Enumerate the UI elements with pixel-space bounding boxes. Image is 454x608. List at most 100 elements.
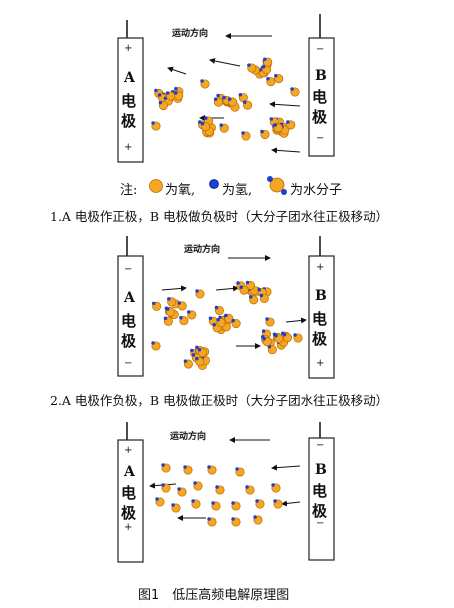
electrode-a-letter: A: [124, 464, 135, 480]
water-molecule: [195, 356, 205, 367]
water-molecule: [197, 347, 207, 358]
water-molecule: [174, 91, 184, 101]
water-molecule: [255, 499, 265, 509]
water-molecule: [165, 307, 176, 317]
electrode-a-char-1: 电: [121, 92, 137, 110]
electrode-a-letter: A: [124, 70, 135, 86]
water-molecules: [151, 280, 303, 370]
electrode-b-sign-top: +: [316, 262, 325, 273]
water-molecule: [200, 121, 211, 132]
water-molecule: [245, 485, 255, 495]
direction-label: 运动方向: [172, 29, 209, 39]
electrode-b-sign-bottom: +: [316, 358, 325, 369]
panel-1-drawing: [117, 14, 335, 163]
electrode-a-sign-bottom: +: [124, 522, 133, 533]
water-molecule: [161, 463, 171, 473]
water-molecule: [282, 332, 292, 343]
water-molecule: [215, 485, 225, 495]
electrode-b-char-2: 极: [312, 502, 328, 520]
water-molecule: [265, 317, 275, 327]
water-molecule: [171, 503, 181, 513]
panel-2: 运动方向 − A 电 极 − + B 电 极 +: [0, 228, 454, 388]
electrode-a-char-1: 电: [121, 484, 137, 502]
electrode-a-char-2: 极: [121, 504, 137, 522]
water-molecule: [166, 297, 177, 307]
electrode-b-sign-bottom: −: [316, 518, 325, 529]
caption-1: 1.A 电极作正极，B 电极做负极时（大分子团水往正极移动）: [50, 209, 389, 224]
legend-icons: [149, 176, 287, 195]
water-molecule: [273, 499, 283, 509]
water-molecule: [177, 487, 187, 497]
electrode-b-char-2: 极: [312, 108, 328, 126]
direction-label: 运动方向: [184, 245, 221, 255]
water-molecule: [231, 318, 241, 329]
water-molecule: [248, 295, 259, 305]
panel-3-drawing: [117, 422, 335, 563]
water-molecule: [155, 497, 165, 507]
water-molecules: [155, 463, 283, 527]
water-molecule: [151, 301, 162, 311]
water-molecule: [247, 63, 257, 73]
water-molecule: [253, 515, 263, 525]
electrode-b-char-1: 电: [312, 88, 328, 106]
water-molecule: [177, 301, 187, 311]
panel-3: 运动方向 + A 电 极 + − B 电 极 −: [0, 418, 454, 568]
electrode-a-char-1: 电: [121, 312, 137, 330]
electrode-a-sign-top: +: [124, 43, 133, 54]
electrode-a-letter: A: [124, 290, 135, 306]
electrode-b-letter: B: [315, 288, 327, 304]
water-molecule: [286, 120, 296, 130]
water-molecule: [214, 305, 224, 316]
water-molecule: [239, 285, 249, 295]
water-molecule: [263, 57, 273, 67]
water-molecule: [183, 359, 193, 369]
water-molecule: [183, 465, 193, 475]
water-molecule: [191, 499, 201, 509]
legend-hydrogen-text: 为氢,: [222, 183, 253, 198]
electrode-a-sign-top: −: [124, 264, 133, 275]
water-molecule: [219, 123, 229, 133]
electrode-a-sign-top: +: [124, 445, 133, 456]
water-molecule: [271, 483, 281, 493]
water-molecule: [213, 97, 224, 107]
electrode-b-char-1: 电: [312, 310, 328, 328]
water-molecule: [158, 100, 168, 111]
panel-2-drawing: [117, 236, 335, 379]
legend-oxygen-text: 为氧,: [165, 183, 196, 198]
water-molecule: [274, 74, 284, 84]
electrode-a: [117, 236, 144, 377]
direction-label: 运动方向: [170, 432, 207, 442]
electrode-b-letter: B: [315, 462, 327, 478]
caption-2: 2.A 电极作负极，B 电极做正极时（大分子团水往正极移动）: [50, 393, 389, 408]
water-molecule: [235, 467, 245, 477]
water-molecule: [260, 129, 270, 140]
water-molecule: [165, 91, 176, 101]
water-molecule: [238, 92, 248, 103]
electrode-a-sign-bottom: +: [124, 142, 133, 153]
legend-water-text: 为水分子: [290, 183, 343, 198]
electrode-b: [308, 236, 335, 379]
water-molecule: [245, 280, 255, 290]
water-molecule: [151, 121, 161, 131]
water-molecule: [227, 97, 238, 107]
water-molecule-icon: [267, 176, 287, 195]
water-molecule: [266, 76, 276, 87]
water-molecule: [163, 316, 173, 326]
water-molecule: [224, 313, 234, 323]
figure-caption: 图1 低压高频电解原理图: [138, 588, 290, 603]
electrode-b-char-2: 极: [312, 330, 328, 348]
water-molecule: [241, 131, 251, 141]
water-molecule: [267, 344, 277, 355]
water-molecule: [193, 481, 203, 491]
water-molecule: [273, 123, 283, 133]
water-molecule: [216, 318, 226, 328]
water-molecule: [207, 517, 217, 527]
water-molecule: [211, 501, 221, 511]
electrode-a: [117, 422, 144, 563]
water-molecule: [200, 79, 210, 89]
electrode-b: [308, 14, 335, 157]
water-molecule: [151, 341, 161, 351]
motion-arrows: [161, 285, 307, 349]
water-molecule: [242, 100, 253, 110]
